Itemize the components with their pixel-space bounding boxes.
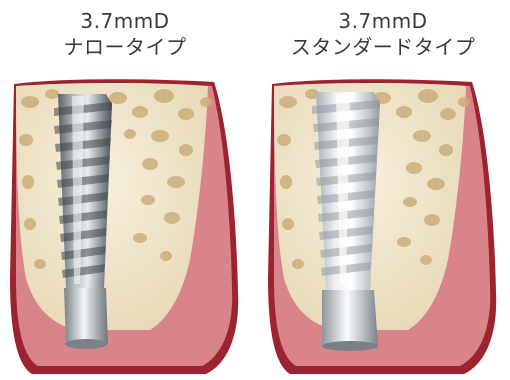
caption-diameter: 3.7mmD xyxy=(0,8,250,34)
implant-collar xyxy=(64,288,108,344)
implant-panel-narrow: 3.7mmD ナロータイプ xyxy=(0,0,250,380)
caption-diameter: 3.7mmD xyxy=(258,8,508,34)
implant-illustration xyxy=(258,78,508,378)
implant-illustration-svg xyxy=(258,78,508,378)
caption-type: スタンダードタイプ xyxy=(258,34,508,60)
implant-collar xyxy=(322,290,378,346)
implant-illustration-svg xyxy=(0,78,250,378)
implant-illustration xyxy=(0,78,250,378)
implant-panel-standard: 3.7mmD スタンダードタイプ xyxy=(258,0,508,380)
implant-body xyxy=(54,94,112,288)
caption-type: ナロータイプ xyxy=(0,34,250,60)
